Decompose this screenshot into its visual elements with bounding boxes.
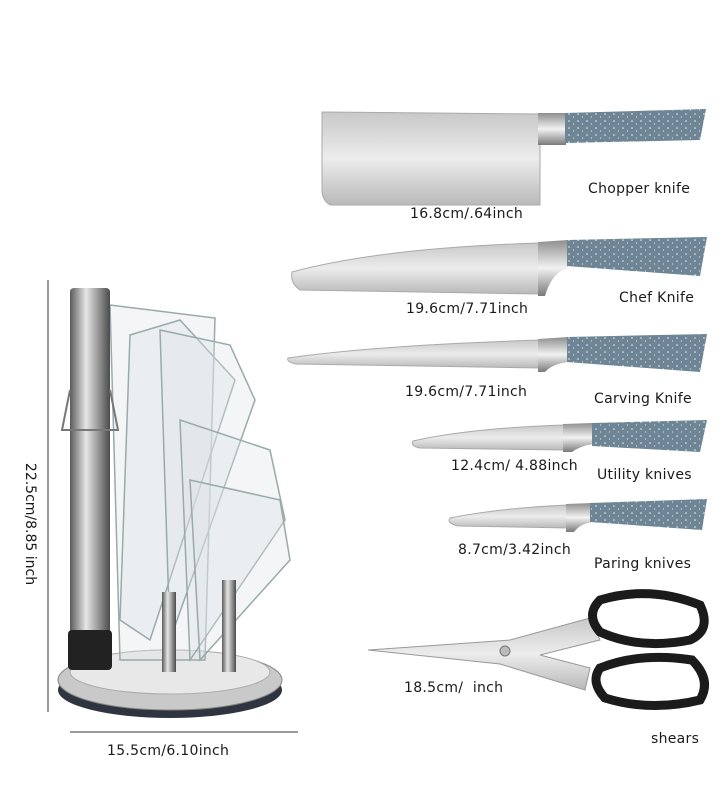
item-name: Chef Knife (619, 290, 695, 306)
chef-knife-image (291, 237, 707, 296)
item-name: shears (651, 731, 700, 747)
item-name: Carving Knife (594, 391, 692, 407)
utility-knife-image (411, 420, 707, 452)
paring-knife-image (448, 499, 707, 532)
item-size: 18.5cm/ inch (404, 680, 504, 696)
shears-image (367, 589, 709, 710)
carving-knife-image (287, 334, 707, 372)
stand-width-label: 15.5cm/6.10inch (107, 743, 230, 759)
item-name: Utility knives (597, 467, 692, 483)
knife-stand-image (57, 288, 291, 718)
chopper-knife-image (321, 109, 706, 206)
item-size: 8.7cm/3.42inch (458, 542, 572, 558)
item-size: 19.6cm/7.71inch (406, 301, 529, 317)
item-name: Chopper knife (588, 181, 691, 197)
stand-height-label: 22.5cm/8.85 inch (22, 462, 38, 586)
item-name: Paring knives (594, 556, 692, 572)
item-size: 12.4cm/ 4.88inch (451, 458, 578, 474)
item-size: 16.8cm/.64inch (410, 206, 524, 222)
item-size: 19.6cm/7.71inch (405, 384, 528, 400)
